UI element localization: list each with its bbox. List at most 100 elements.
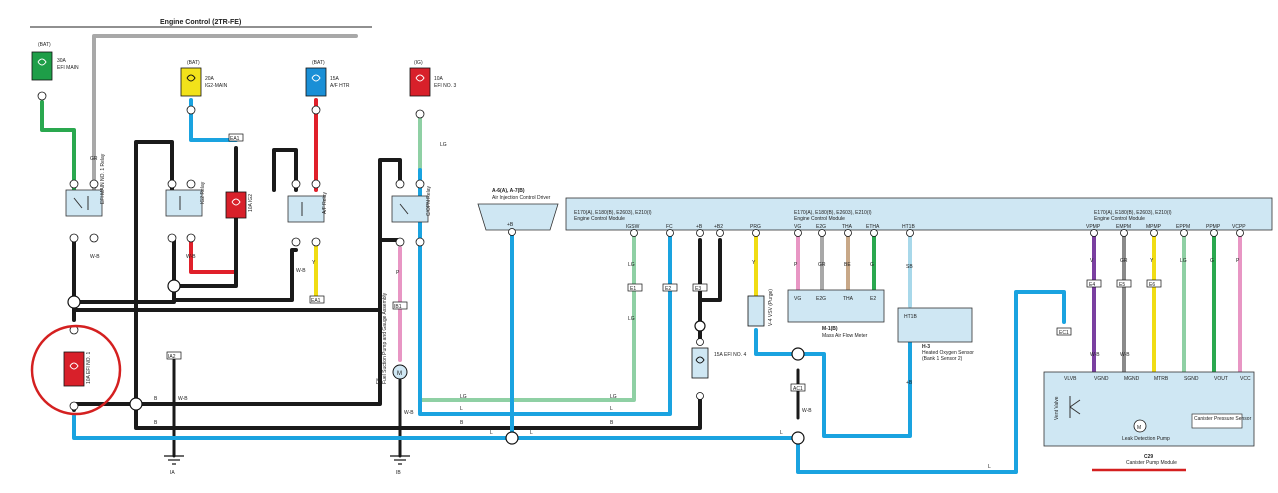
heated-oxygen-sensor: HT1B H-3 Heated Oxygen Sensor (Bank 1 Se… <box>897 307 974 386</box>
fuse-name: IG2-MAIN <box>205 83 228 89</box>
wire-label: L <box>530 430 533 436</box>
connector-label: IA2 <box>168 354 176 360</box>
fuse-rating: 30A <box>57 58 67 64</box>
connector-ia2: IA2 <box>166 351 182 360</box>
wire-label: SB <box>906 264 913 270</box>
fuse-name: EFI MAIN <box>57 65 79 71</box>
fuse-label: 15A EFI NO. 4 <box>714 352 746 358</box>
canister-pin: VOUT <box>1214 376 1228 382</box>
maf-pin: E2 <box>870 296 876 302</box>
relay-af: A/F Relay EA1 <box>287 179 328 304</box>
connector-label: E2 <box>665 286 671 292</box>
wire-label: P <box>396 270 400 276</box>
canister-pump-module: VLVB VGND MGND MTRB SGND VOUT VCC Vent V… <box>1043 371 1255 472</box>
wire-label: LG <box>628 316 635 322</box>
wire-label: W-B <box>1120 352 1130 358</box>
ecm-pin: VCPP <box>1232 224 1246 230</box>
fuel-pump: M F8 Fuel Suction Pump and Gauge Assembl… <box>376 292 408 384</box>
ecm-pin: THA <box>842 224 853 230</box>
fuse-tag: (IG) <box>414 60 423 66</box>
wire-label: LG <box>610 394 617 400</box>
maf-pin: THA <box>843 296 854 302</box>
canister-pin: MTRB <box>1154 376 1169 382</box>
wire-black-1 <box>72 238 176 304</box>
module-code: C29 <box>1144 454 1153 460</box>
wire-label: GR <box>1120 258 1128 264</box>
wire-label: BE <box>844 262 851 268</box>
wire-label: W-B <box>1090 352 1100 358</box>
wire-black-13 <box>698 238 722 302</box>
wire-label: G <box>1210 258 1214 264</box>
fuse-tag: (BAT) <box>38 42 51 48</box>
wire-label: V <box>1090 258 1094 264</box>
ecm-pin: E2G <box>816 224 826 230</box>
module-sub: (Bank 1 Sensor 2) <box>922 356 963 362</box>
wire-black-6 <box>172 248 298 302</box>
maf-meter: VG E2G THA E2 M-1(B) Mass Air Flow Meter <box>787 289 885 339</box>
wire-black-7 <box>134 140 174 406</box>
ground-label: IA <box>170 470 175 476</box>
ecm-pin: IGSW <box>626 224 640 230</box>
module-name: Air Injection Control Driver <box>492 195 551 201</box>
ecm-pin: VG <box>794 224 801 230</box>
fuse-rating: 20A <box>205 76 215 82</box>
relay-label: IG2 Relay <box>200 181 206 204</box>
ecm-pin: ETHA <box>866 224 880 230</box>
ecm-pin-terminals <box>630 229 1244 237</box>
canister-pin: VLVB <box>1064 376 1077 382</box>
wire-label: B <box>154 420 158 426</box>
canister-pin: SGND <box>1184 376 1199 382</box>
motor-icon: M <box>397 371 402 377</box>
leak-pump-label: Leak Detection Pump <box>1122 436 1170 442</box>
relay-efi-main-no1: EFI MAIN NO. 1 Relay <box>65 153 106 243</box>
ground-label: IB <box>396 470 401 476</box>
fuse-label: 10A EFI NO. 1 <box>86 352 92 384</box>
canister-pin: VGND <box>1094 376 1109 382</box>
maf-pin: E2G <box>816 296 826 302</box>
ecm-pin: EPPM <box>1176 224 1190 230</box>
wire-blue-fc <box>418 168 672 416</box>
wire-blue-main <box>72 414 514 440</box>
pump-name: Fuel Suction Pump and Gauge Assembly <box>382 292 388 384</box>
wire-gray <box>92 34 358 192</box>
wire-label: LG <box>628 262 635 268</box>
relay-cvpm: C/OPN Relay IB1 <box>391 179 432 310</box>
wire-lightgreen <box>418 110 636 402</box>
module-name: Engine Control Module <box>1094 216 1145 222</box>
wire-black-11 <box>134 398 702 430</box>
wire-label: W-B <box>404 410 414 416</box>
ecm-bar: E170(A), E180(B), E2603), E210(I) Engine… <box>565 197 1273 231</box>
module-code: M-1(B) <box>822 326 838 332</box>
wire-label: L <box>988 464 991 470</box>
wire-label: W-B <box>186 254 196 260</box>
wire-label: G <box>870 262 874 268</box>
wire-red-loop <box>189 220 238 274</box>
ecm-pin: MPMP <box>1146 224 1162 230</box>
ecm-pin: +B <box>696 224 703 230</box>
wires <box>40 34 1242 474</box>
ecm-pin: PRG <box>750 224 761 230</box>
fuse-tag: (BAT) <box>187 60 200 66</box>
connector-label: E5 <box>1119 282 1125 288</box>
ground-left: IA <box>164 455 184 476</box>
module-name: Canister Pump Module <box>1126 460 1177 466</box>
wire-blue-canister <box>796 290 1066 474</box>
module-name: Engine Control Module <box>794 216 845 222</box>
fuse-ig2-10a: 10A IG2 EA1 <box>225 133 254 219</box>
wire-label: LG <box>440 142 447 148</box>
wire-label: B <box>154 396 158 402</box>
wire-black-9 <box>72 402 138 412</box>
canister-pin: VCC <box>1240 376 1251 382</box>
fuse-label: 10A IG2 <box>248 194 254 212</box>
pump-code: F8 <box>376 378 382 384</box>
fuse-name: EFI NO. 3 <box>434 83 456 89</box>
ecm-pin: PPMP <box>1206 224 1221 230</box>
wire-blue-hos <box>754 328 912 438</box>
wire-label: B <box>460 420 464 426</box>
vsv-label: V-4 VSV (Purge) <box>768 289 774 326</box>
vent-valve-label: Vent Valve <box>1054 396 1060 420</box>
hos-pin: +B <box>906 380 913 386</box>
connector-label: EA1 <box>311 298 321 304</box>
relay-label: C/OPN Relay <box>426 185 432 216</box>
ecm-pin: FC <box>666 224 673 230</box>
